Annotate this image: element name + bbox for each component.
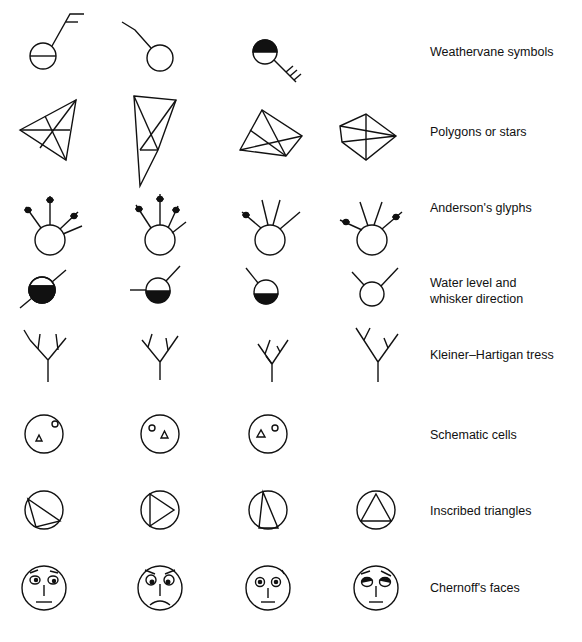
row-label: Polygons or stars	[430, 125, 527, 141]
row-label: Weathervane symbols	[430, 45, 553, 61]
row-label: Anderson's glyphs	[430, 201, 532, 217]
row-label: Chernoff's faces	[430, 581, 520, 597]
row-label: Water level and whisker direction	[430, 276, 552, 307]
row-label: Inscribed triangles	[430, 504, 531, 520]
row-label: Kleiner–Hartigan tress	[430, 348, 554, 364]
row-label: Schematic cells	[430, 428, 517, 444]
